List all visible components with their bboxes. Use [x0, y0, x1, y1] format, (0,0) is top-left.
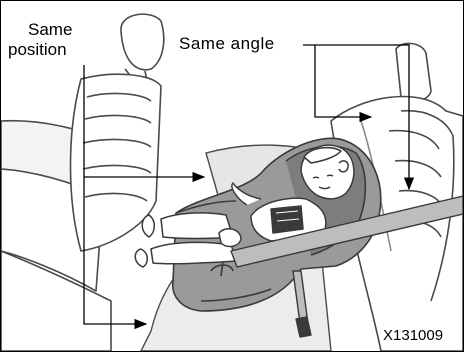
same-angle-label: Same angle — [179, 35, 275, 53]
same-position-label-line2: position — [8, 41, 67, 59]
figure-code: X131009 — [383, 328, 443, 344]
same-position-label-line1: Same — [28, 21, 72, 39]
